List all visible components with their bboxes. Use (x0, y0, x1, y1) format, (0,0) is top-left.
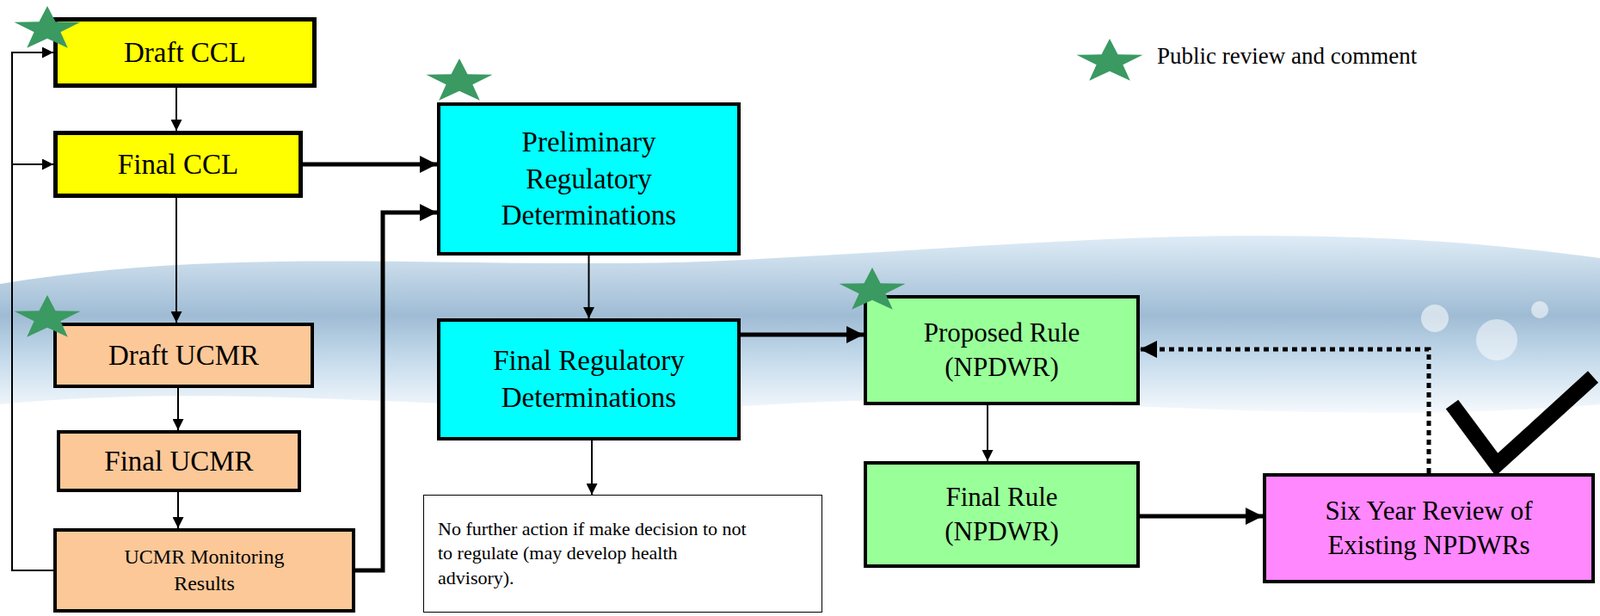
box-label: UCMR Monitoring Results (118, 543, 291, 597)
flow-arrow (986, 405, 989, 462)
determination-box: Final Regulatory Determinations (436, 318, 741, 441)
box-label: Draft UCMR (108, 337, 259, 375)
note-box: No further action if make decision to no… (423, 494, 823, 613)
flow-arrow (588, 255, 591, 319)
rule-box: Proposed Rule (NPDWR) (863, 295, 1140, 406)
rule-box: Final Rule (NPDWR) (863, 461, 1140, 568)
water-bubble (1476, 319, 1518, 361)
box-label: Final Rule (NPDWR) (903, 480, 1102, 550)
flow-arrow (740, 332, 864, 338)
flow-arrow (175, 87, 178, 131)
list-box: Draft CCL (53, 17, 317, 88)
flow-arrow (175, 197, 178, 323)
results-box: UCMR Monitoring Results (53, 528, 356, 613)
review-star (13, 295, 80, 338)
determination-box: Preliminary Regulatory Determinations (436, 102, 741, 256)
review-box: Six Year Review of Existing NPDWRs (1262, 473, 1595, 584)
box-label: Final CCL (117, 146, 239, 184)
review-star (838, 267, 905, 310)
list-box: Final CCL (53, 130, 303, 198)
flow-arrow (12, 52, 54, 571)
legend: Public review and comment (1156, 43, 1417, 70)
box-label: Draft CCL (123, 34, 247, 72)
flow-arrow (12, 164, 54, 571)
check-mark (1452, 376, 1594, 465)
box-label: Six Year Review of Existing NPDWRs (1299, 493, 1558, 564)
box-label: Final UCMR (104, 443, 253, 480)
flow-arrow (590, 440, 593, 495)
box-label: No further action if make decision to no… (437, 516, 748, 591)
water-wave (0, 235, 1600, 413)
legend-star (1076, 38, 1143, 81)
rule-box: Draft UCMR (53, 322, 314, 388)
flow-arrow (177, 492, 179, 529)
box-label: Proposed Rule (NPDWR) (903, 315, 1102, 386)
water-bubble (1421, 304, 1449, 333)
review-star (13, 6, 80, 49)
flow-arrow (302, 162, 437, 167)
box-label: Preliminary Regulatory Determinations (486, 123, 693, 235)
flow-arrow (177, 387, 179, 431)
water-bubble (1531, 301, 1549, 319)
rule-box: Final UCMR (56, 430, 302, 493)
review-star (425, 58, 493, 101)
flow-arrow (1139, 514, 1263, 519)
legend-text: Public review and comment (1156, 43, 1417, 70)
dotted-arrow (1139, 349, 1429, 474)
box-label: Final Regulatory Determinations (474, 342, 703, 417)
